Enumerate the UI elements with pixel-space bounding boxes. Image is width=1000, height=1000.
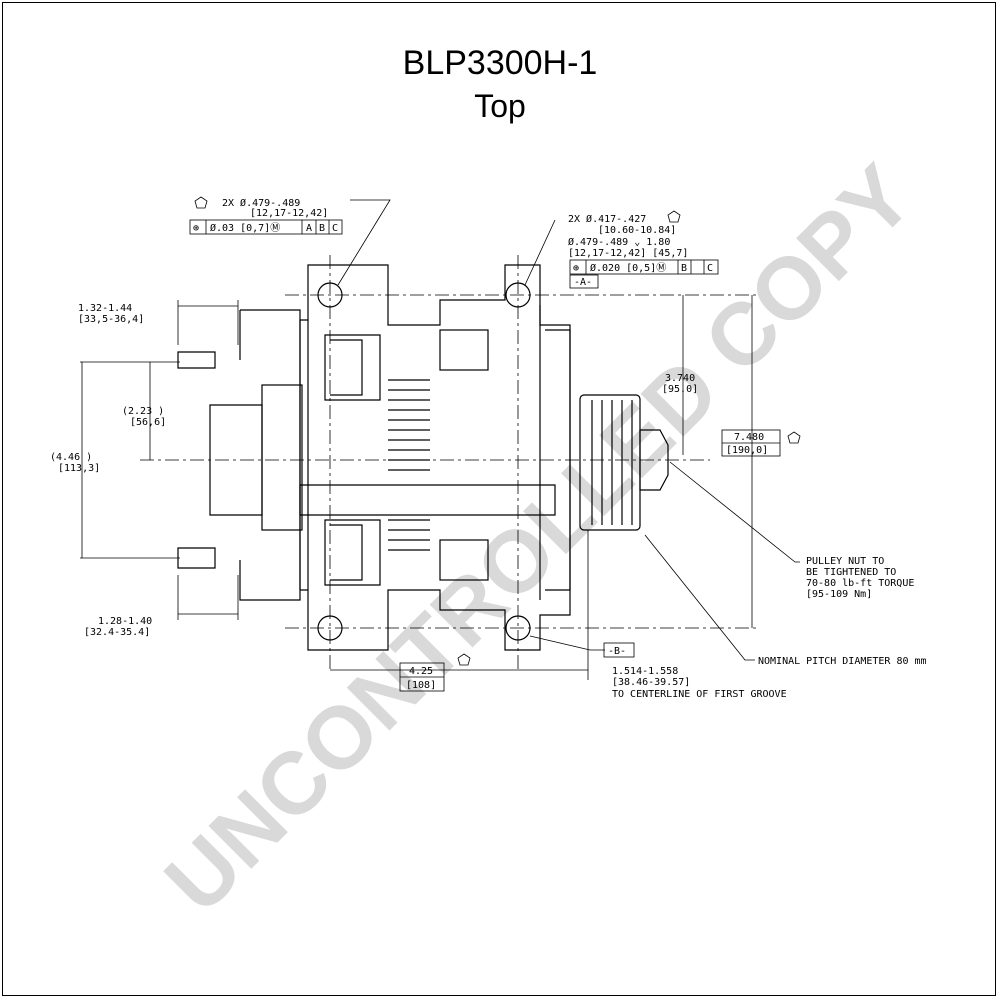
ul-fcf-datum-a: A: [306, 223, 312, 234]
dimension-lines: [80, 199, 800, 680]
ur-hole-size: 2X Ø.417-.427: [568, 213, 646, 225]
ur-cbore: Ø.479-.489 ⌄ 1.80: [568, 236, 670, 248]
datum-a: -A-: [574, 277, 592, 288]
dim-right-inner-metric: [95.0]: [662, 384, 698, 395]
dim-top-left: 1.32-1.44: [78, 303, 132, 314]
dim-right-outer: 7.480: [734, 432, 764, 443]
ul-hole-size: 2X Ø.479-.489: [222, 197, 300, 209]
cooling-fins: [388, 379, 430, 551]
fcf-frames: [189, 196, 801, 692]
pulley-note-1: PULLEY NUT TO: [806, 556, 884, 567]
ur-cbore-metric: [12,17-12,42] [45,7]: [568, 248, 688, 259]
dim-outer-left-metric: [113,3]: [58, 463, 100, 474]
dim-bottom-right-note: TO CENTERLINE OF FIRST GROOVE: [612, 689, 787, 700]
ur-fcf-symbol: ⊕: [573, 263, 579, 274]
dim-bottom-right-metric: [38.46-39.57]: [612, 677, 690, 688]
annotations: 2X Ø.479-.489 [12,17-12,42] ⊕ Ø.03 [0,7]…: [50, 197, 927, 700]
dim-bottom-left-metric: [32.4-35.4]: [84, 627, 150, 638]
dim-bottom-center-metric: [108]: [406, 680, 436, 691]
ul-fcf-symbol: ⊕: [193, 223, 199, 234]
pulley-note-4: [95-109 Nm]: [806, 589, 872, 600]
ur-hole-metric: [10.60-10.84]: [598, 225, 676, 236]
dim-bottom-right: 1.514-1.558: [612, 666, 678, 677]
dim-right-outer-metric: [190,0]: [726, 445, 768, 456]
dim-right-inner: 3.740: [665, 373, 695, 384]
pitch-note: NOMINAL PITCH DIAMETER 80 mm: [758, 656, 927, 667]
dim-inner-left: (2.23 ): [122, 406, 164, 417]
drawing-title: BLP3300H-1: [402, 44, 598, 82]
pulley-note-2: BE TIGHTENED TO: [806, 567, 896, 578]
ul-fcf-datum-b: B: [319, 223, 325, 234]
watermark-text: UNCONTROLLED COPY: [146, 146, 932, 932]
ul-hole-metric: [12,17-12,42]: [250, 208, 328, 219]
view-subtitle: Top: [474, 88, 526, 124]
centerlines: [140, 255, 760, 670]
dim-bottom-center: 4.25: [409, 666, 433, 677]
ul-fcf-datum-c: C: [332, 223, 338, 234]
ur-fcf-datum-c: C: [707, 263, 713, 274]
pulley: [579, 394, 669, 531]
dim-bottom-left: 1.28-1.40: [98, 616, 152, 627]
ul-fcf-tolerance: Ø.03 [0,7]Ⓜ: [210, 222, 280, 234]
datum-b: -B-: [608, 646, 626, 657]
dim-outer-left: (4.46 ): [50, 452, 92, 463]
pulley-note-3: 70-80 lb-ft TORQUE: [806, 578, 914, 589]
ur-fcf-datum-b: B: [681, 263, 687, 274]
ur-fcf-tolerance: Ø.020 [0,5]Ⓜ: [590, 262, 666, 274]
dim-inner-left-metric: [56,6]: [130, 417, 166, 428]
dim-top-left-metric: [33,5-36,4]: [78, 314, 144, 325]
